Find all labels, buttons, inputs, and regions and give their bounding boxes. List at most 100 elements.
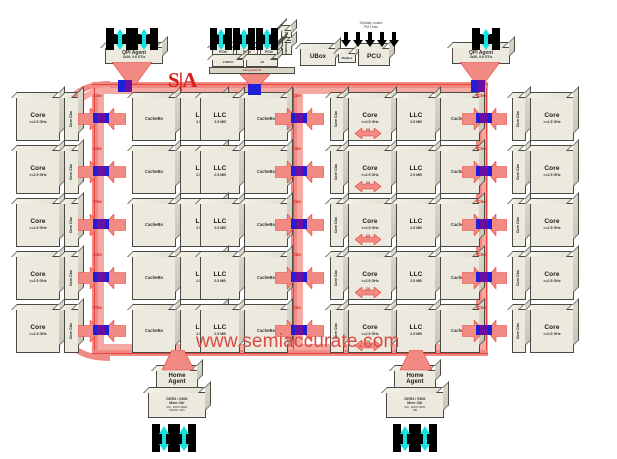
ring-stop-iio: [248, 84, 261, 95]
core-left-label-r4: Core: [30, 324, 46, 332]
tile-cbo-right-r0[interactable]: Core Cbo: [512, 97, 526, 141]
core-mid-label-r0: Core: [362, 112, 378, 120]
core-mid-speed-r0: >=2.5 GHz: [361, 120, 379, 125]
tile-cbo-mid-r2[interactable]: Core Cbo: [330, 203, 344, 247]
cachebo-right-label-r3: CacheBo: [450, 275, 470, 281]
tile-cachebo-right-r4[interactable]: CacheBo: [440, 309, 480, 353]
core-right-speed-r2: >=2.5 GHz: [543, 226, 561, 231]
ring-stop-qpi-right: [471, 80, 485, 92]
qpi-link-plug-left: [104, 26, 160, 57]
tile-core-left-r4[interactable]: Core>=2.5 GHz: [16, 309, 60, 353]
tile-core-right-r1[interactable]: Core>=2.5 GHz: [530, 150, 574, 194]
pm-links-arrows: [341, 32, 399, 47]
cbo-left-label-r3: Core Cbo: [68, 269, 73, 287]
tile-core-left-r2[interactable]: Core>=2.5 GHz: [16, 203, 60, 247]
core-cx-mid-r2-label: CX: [365, 234, 371, 238]
core-left-label-r2: Core: [30, 218, 46, 226]
mailbox-bridge[interactable]: MailBox: [338, 53, 356, 63]
llc-right-size-r3: 2.5 MB: [410, 279, 422, 284]
core-cx-mid-r0: CX: [354, 126, 382, 140]
core-left-speed-r1: >=2.5 GHz: [29, 173, 47, 178]
cbo-mid-label-r1: Core Cbo: [334, 163, 339, 181]
core-mid-label-r2: Core: [362, 218, 378, 226]
ring-stop-mid-r4: [291, 325, 307, 335]
llc-mid-label-r2: LLC: [213, 218, 227, 226]
core-left-label-r3: Core: [30, 271, 46, 279]
mem-controller-right[interactable]: DDR3 / SMI2 Mem Ctlr 4ch, 1867/1600, 8B: [386, 392, 444, 418]
ring-arrow-right-out-r4: [487, 320, 507, 342]
home-agent-right-funnel: [399, 350, 433, 371]
tile-cbo-left-r4[interactable]: Core Cbo: [64, 309, 79, 353]
ring-top-outer: [92, 82, 488, 88]
cbo-right-label-r0: Core Cbo: [516, 110, 521, 128]
tile-core-left-r0[interactable]: Core>=2.5 GHz: [16, 97, 60, 141]
tile-cbo-mid-r4[interactable]: Core Cbo: [330, 309, 344, 353]
ubox[interactable]: UBox: [300, 48, 336, 66]
tile-cbo-left-r1[interactable]: Core Cbo: [64, 150, 79, 194]
tile-core-right-r2[interactable]: Core>=2.5 GHz: [530, 203, 574, 247]
core-right-label-r3: Core: [544, 271, 560, 279]
cachebo-right-label-r0: CacheBo: [450, 116, 470, 122]
tile-core-right-r3[interactable]: Core>=2.5 GHz: [530, 256, 574, 300]
llc-mid-size-r1: 2.5 MB: [214, 173, 226, 178]
cbo-left-label-r4: Core Cbo: [68, 322, 73, 340]
cachebo-left-label-r3: CacheBo: [144, 275, 164, 281]
home-agent-left[interactable]: Home Agent: [156, 370, 198, 388]
cachebo-left-label-r2: CacheBo: [144, 222, 164, 228]
tile-cachebo-left-r1[interactable]: CacheBo: [132, 150, 176, 194]
io-iio-bar[interactable]: Integrated IO: [209, 67, 295, 74]
tile-cachebo-left-r2[interactable]: CacheBo: [132, 203, 176, 247]
core-cx-mid-r4-label: CX: [365, 340, 371, 344]
io-pcie-sub-1[interactable]: x8: [246, 59, 278, 67]
tile-cachebo-left-r4[interactable]: CacheBo: [132, 309, 176, 353]
core-left-label-r0: Core: [30, 112, 46, 120]
tile-core-left-r1[interactable]: Core>=2.5 GHz: [16, 150, 60, 194]
tile-cachebo-right-r1[interactable]: CacheBo: [440, 150, 480, 194]
core-cx-mid-r1-label: CX: [365, 181, 371, 185]
tile-cbo-left-r0[interactable]: Core Cbo: [64, 97, 79, 141]
ring-stop-mid-r3: [291, 272, 307, 282]
tile-cachebo-left-r3[interactable]: CacheBo: [132, 256, 176, 300]
tile-cbo-right-r1[interactable]: Core Cbo: [512, 150, 526, 194]
io-pcie-sub-0[interactable]: x16/PCI: [212, 59, 244, 67]
tile-cbo-right-r2[interactable]: Core Cbo: [512, 203, 526, 247]
mem-ctlr-right-line3: 4ch, 1867/1600,: [404, 404, 426, 409]
tile-core-right-r0[interactable]: Core>=2.5 GHz: [530, 97, 574, 141]
ring-stop-right-r0: [476, 113, 492, 123]
tile-cbo-mid-r3[interactable]: Core Cbo: [330, 256, 344, 300]
tile-cbo-mid-r1[interactable]: Core Cbo: [330, 150, 344, 194]
tile-cbo-right-r4[interactable]: Core Cbo: [512, 309, 526, 353]
tile-core-left-r3[interactable]: Core>=2.5 GHz: [16, 256, 60, 300]
sia-overlay-logo: S|A: [168, 68, 198, 92]
home-agent-right[interactable]: Home Agent: [394, 370, 436, 388]
pm-links-note: Globally routed PM Links: [336, 21, 406, 30]
tile-cachebo-left-r0[interactable]: CacheBo: [132, 97, 176, 141]
mem-controller-left[interactable]: DDR3 / SMI2 Mem Ctlr 4ch, 1867/1600, DDR…: [148, 392, 206, 418]
tile-cbo-right-r3[interactable]: Core Cbo: [512, 256, 526, 300]
tile-core-right-r4[interactable]: Core>=2.5 GHz: [530, 309, 574, 353]
ring-accent-top: [92, 84, 488, 85]
core-left-speed-r4: >=2.5 GHz: [29, 332, 47, 337]
tile-cbo-left-r2[interactable]: Core Cbo: [64, 203, 79, 247]
tile-cbo-mid-r0[interactable]: Core Cbo: [330, 97, 344, 141]
llc-mid-size-r3: 2.5 MB: [214, 279, 226, 284]
home-agent-left-name-1: Home: [168, 372, 186, 379]
tile-cbo-left-r3[interactable]: Core Cbo: [64, 256, 79, 300]
cbo-mid-label-r0: Core Cbo: [334, 110, 339, 128]
home-agent-left-name-2: Agent: [168, 379, 186, 385]
core-right-speed-r1: >=2.5 GHz: [543, 173, 561, 178]
pcu[interactable]: PCU: [358, 48, 390, 66]
cbo-right-label-r4: Core Cbo: [516, 322, 521, 340]
io-iio-label: Integrated IO: [242, 67, 262, 72]
